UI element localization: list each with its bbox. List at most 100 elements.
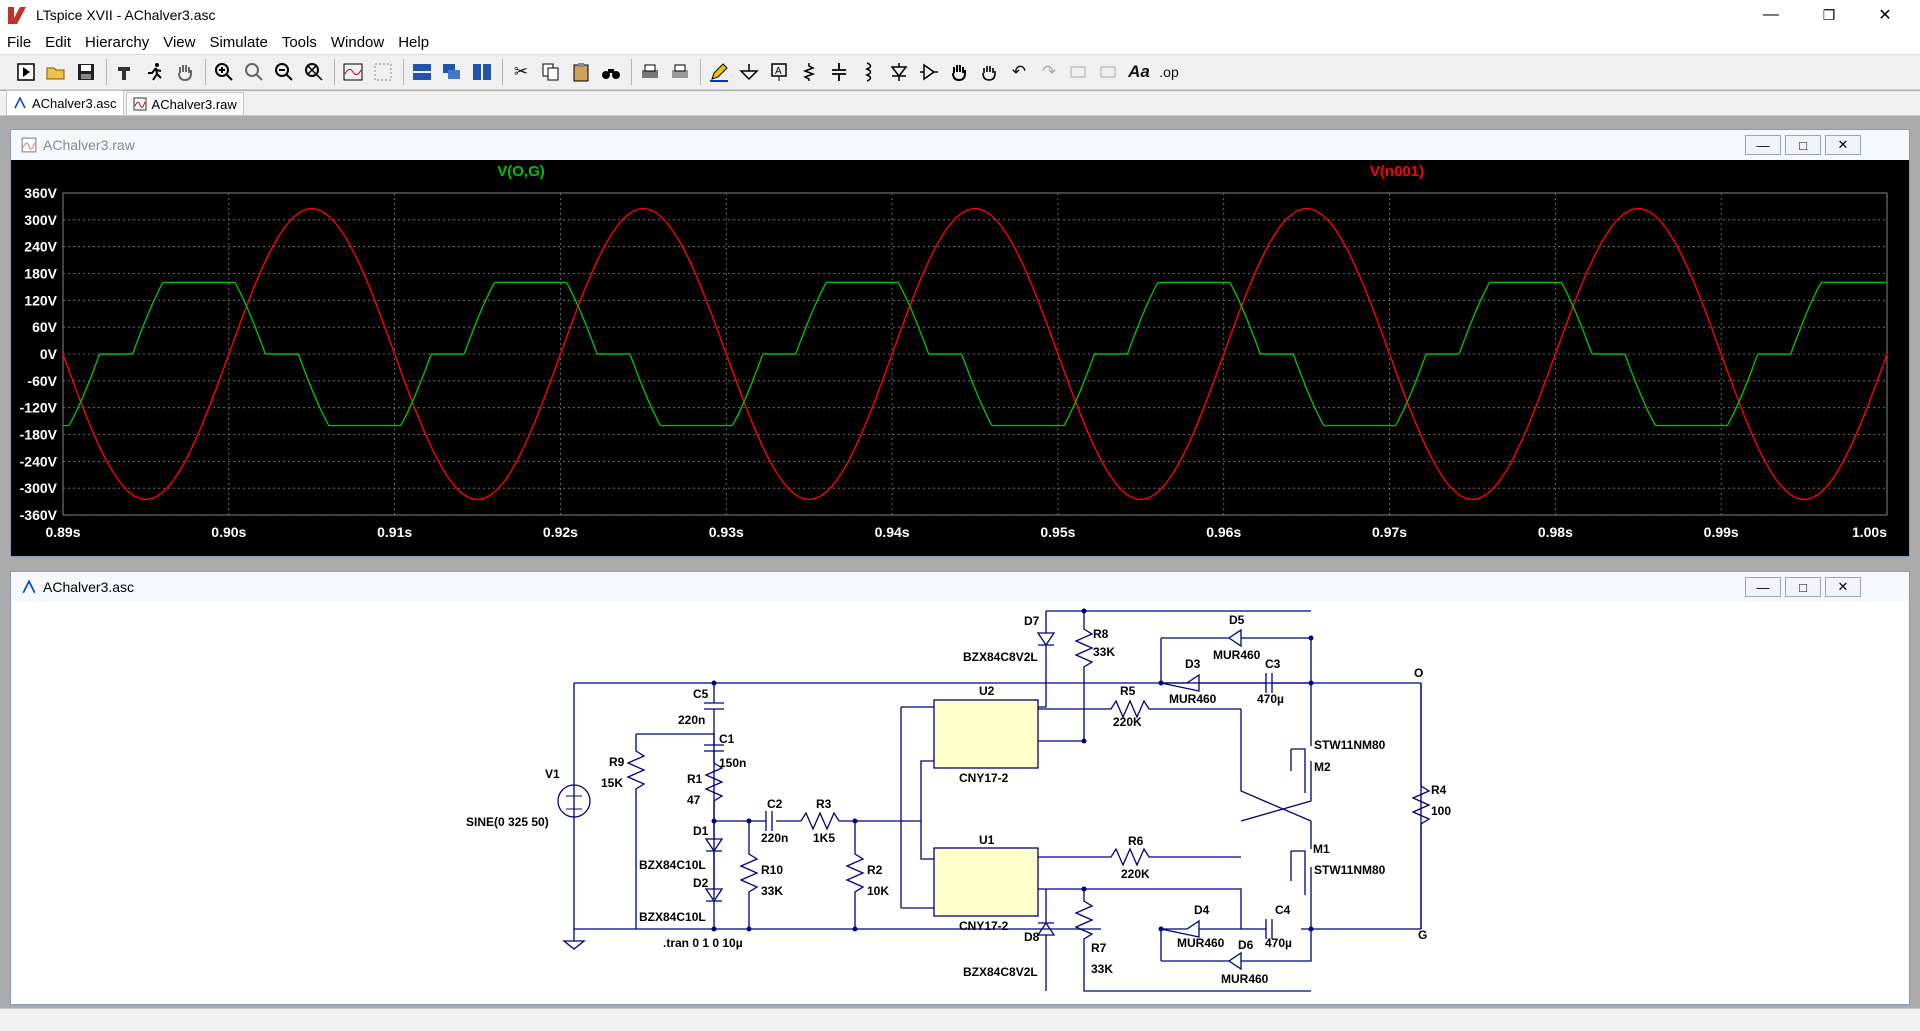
resistor-r2[interactable]: [845, 821, 865, 929]
print-preview-button[interactable]: [666, 58, 694, 86]
resistor-r3[interactable]: [800, 811, 921, 831]
schematic-window-caption[interactable]: AChalver3.asc: [11, 572, 1909, 603]
cut-button[interactable]: ✂: [507, 58, 535, 86]
resistor-r7[interactable]: [1074, 889, 1311, 992]
maximize-button[interactable]: ❐: [1806, 0, 1852, 30]
child-maximize-button[interactable]: □: [1785, 135, 1821, 155]
inductor-button[interactable]: [855, 58, 883, 86]
label-r3: R3: [816, 797, 832, 811]
resistor-button[interactable]: [795, 58, 823, 86]
y-tick-label: -180V: [20, 427, 58, 443]
menu-file[interactable]: File: [7, 33, 32, 51]
spice-directive-tran[interactable]: .tran 0 1 0 10µ: [663, 936, 743, 950]
capacitor-c5[interactable]: [704, 683, 724, 731]
diode-d4[interactable]: [1160, 919, 1266, 961]
text-button[interactable]: Aa: [1125, 58, 1153, 86]
tab-waveform[interactable]: AChalver3.raw: [125, 92, 244, 115]
ground-button[interactable]: [735, 58, 763, 86]
voltage-source-v1[interactable]: [557, 784, 591, 818]
svg-text:A: A: [775, 66, 782, 77]
minimize-button[interactable]: —: [1748, 0, 1794, 30]
capacitor-c1[interactable]: [704, 731, 724, 763]
component-button[interactable]: [915, 58, 943, 86]
schematic-canvas[interactable]: D7 BZX84C8V2L R8 33K D5 MUR460 D3 MUR460…: [11, 602, 1909, 1004]
trace-v-o-g[interactable]: [63, 281, 1887, 427]
legend-v-o-g[interactable]: V(O,G): [497, 163, 545, 180]
resistor-r5[interactable]: [1038, 699, 1241, 719]
child-close-button[interactable]: ✕: [1825, 577, 1861, 597]
capacitor-c4[interactable]: [1265, 919, 1273, 939]
optocoupler-u1[interactable]: [933, 847, 1039, 917]
label-bzx-top: BZX84C8V2L: [963, 650, 1038, 664]
capacitor-icon: [832, 63, 846, 81]
resistor-r8[interactable]: [1038, 611, 1094, 742]
circuit-schematic[interactable]: D7 BZX84C8V2L R8 33K D5 MUR460 D3 MUR460…: [11, 602, 1909, 1004]
new-schematic-button[interactable]: [12, 58, 40, 86]
halt-button[interactable]: [171, 58, 199, 86]
zener-d1-d2[interactable]: [704, 821, 724, 929]
resistor-r9[interactable]: [626, 734, 646, 929]
grid-button[interactable]: [369, 58, 397, 86]
capacitor-c3[interactable]: [1265, 673, 1311, 693]
run-button[interactable]: [141, 58, 169, 86]
menu-simulate[interactable]: Simulate: [209, 33, 268, 51]
menu-view[interactable]: View: [163, 33, 196, 51]
print-button[interactable]: [636, 58, 664, 86]
menu-help[interactable]: Help: [398, 33, 430, 51]
tab-schematic[interactable]: AChalver3.asc: [6, 90, 124, 115]
resistor-r6[interactable]: [1038, 847, 1241, 867]
find-button[interactable]: [597, 58, 625, 86]
close-button[interactable]: ✕: [1862, 0, 1908, 30]
menu-tools[interactable]: Tools: [281, 33, 317, 51]
child-maximize-button[interactable]: □: [1785, 577, 1821, 597]
mirror-button[interactable]: [1095, 58, 1123, 86]
ltspice-app-icon: [8, 7, 26, 24]
legend-v-n001[interactable]: V(n001): [1370, 163, 1424, 180]
redo-button[interactable]: ↷: [1035, 58, 1063, 86]
drag-button[interactable]: [975, 58, 1003, 86]
autorange-button[interactable]: [339, 58, 367, 86]
zoom-fit-button[interactable]: [300, 58, 328, 86]
rotate-button[interactable]: [1065, 58, 1093, 86]
label-net-button[interactable]: A: [765, 58, 793, 86]
control-panel-button[interactable]: [111, 58, 139, 86]
zener-d7[interactable]: [1036, 610, 1311, 708]
save-button[interactable]: [72, 58, 100, 86]
draw-wire-button[interactable]: [705, 58, 733, 86]
optocoupler-u2[interactable]: [933, 699, 1039, 769]
diode-button[interactable]: [885, 58, 913, 86]
menu-hierarchy[interactable]: Hierarchy: [85, 33, 150, 51]
diode-d6[interactable]: [1161, 929, 1312, 971]
tile-horizontal-button[interactable]: [408, 58, 436, 86]
zoom-out-button[interactable]: [270, 58, 298, 86]
open-button[interactable]: [42, 58, 70, 86]
mosfet-m1[interactable]: [1290, 821, 1312, 929]
tile-vertical-button[interactable]: [468, 58, 496, 86]
paste-button[interactable]: [567, 58, 595, 86]
spice-directive-button[interactable]: .op: [1155, 58, 1183, 86]
zoom-in-button[interactable]: [210, 58, 238, 86]
resistor-r4[interactable]: [1411, 683, 1431, 929]
capacitor-c2[interactable]: [765, 811, 773, 831]
waveform-window-caption[interactable]: AChalver3.raw: [11, 130, 1909, 161]
resistor-r1[interactable]: [704, 762, 724, 821]
resistor-r10[interactable]: [739, 821, 759, 929]
child-minimize-button[interactable]: —: [1745, 577, 1781, 597]
menu-edit[interactable]: Edit: [45, 33, 72, 51]
child-close-button[interactable]: ✕: [1825, 135, 1861, 155]
move-button[interactable]: [945, 58, 973, 86]
menu-window[interactable]: Window: [330, 33, 385, 51]
capacitor-button[interactable]: [825, 58, 853, 86]
mosfet-m2[interactable]: [1240, 683, 1312, 822]
cascade-button[interactable]: [438, 58, 466, 86]
zener-d8[interactable]: [1036, 889, 1056, 991]
copy-button[interactable]: [537, 58, 565, 86]
child-minimize-button[interactable]: —: [1745, 135, 1781, 155]
undo-button[interactable]: ↶: [1005, 58, 1033, 86]
trace-v-n001[interactable]: [62, 208, 1888, 500]
diode-d3[interactable]: [1160, 673, 1266, 692]
pan-button[interactable]: [240, 58, 268, 86]
